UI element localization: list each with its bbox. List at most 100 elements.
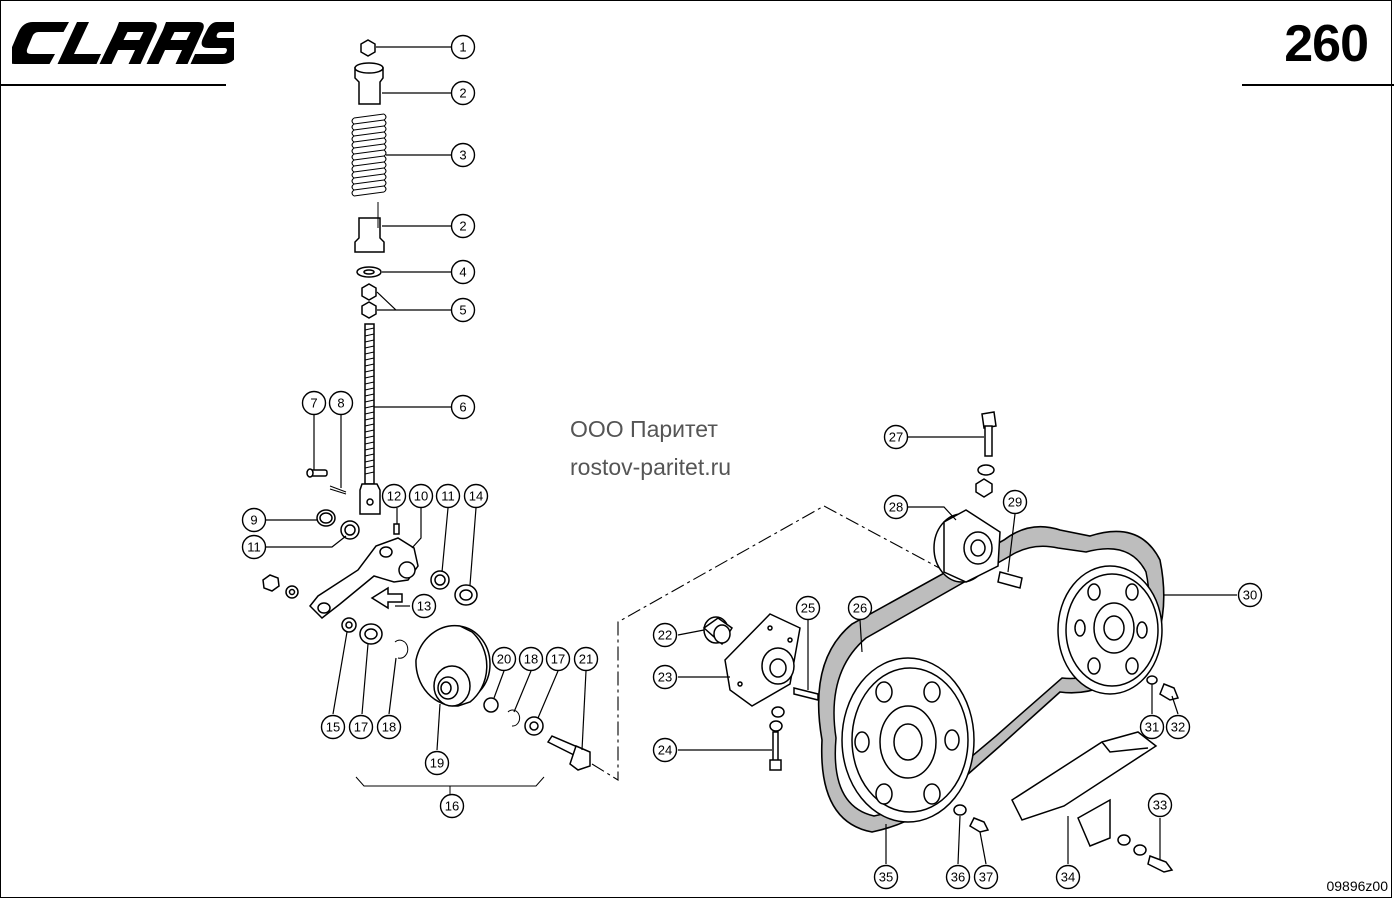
svg-text:33: 33 <box>1153 798 1167 813</box>
callout-21: 21 <box>573 646 599 672</box>
belt-drive <box>817 525 1180 833</box>
callout-33: 33 <box>1147 792 1173 818</box>
svg-text:10: 10 <box>414 489 428 504</box>
svg-text:6: 6 <box>459 400 466 415</box>
callout-5: 5 <box>450 297 476 323</box>
callout-37: 37 <box>973 864 999 890</box>
callout-15: 15 <box>320 714 346 740</box>
callout-2-upper: 2 <box>450 80 476 106</box>
callout-4: 4 <box>450 259 476 285</box>
callout-31: 31 <box>1139 714 1165 740</box>
svg-text:35: 35 <box>879 870 893 885</box>
svg-text:24: 24 <box>658 743 672 758</box>
svg-text:15: 15 <box>326 720 340 735</box>
callout-11-right: 11 <box>435 483 461 509</box>
svg-text:7: 7 <box>310 396 317 411</box>
callout-6: 6 <box>450 394 476 420</box>
callout-12: 12 <box>381 483 407 509</box>
callout-19: 19 <box>424 750 450 776</box>
svg-text:18: 18 <box>524 652 538 667</box>
callout-9: 9 <box>241 507 267 533</box>
svg-text:21: 21 <box>579 652 593 667</box>
svg-text:16: 16 <box>445 799 459 814</box>
callout-3: 3 <box>450 142 476 168</box>
svg-text:11: 11 <box>441 489 455 504</box>
svg-text:18: 18 <box>382 720 396 735</box>
callout-23: 23 <box>652 664 678 690</box>
callout-34: 34 <box>1055 864 1081 890</box>
drawing-code: 09896z00 <box>1326 878 1388 894</box>
svg-text:23: 23 <box>658 670 672 685</box>
callout-7: 7 <box>301 390 327 416</box>
callout-35: 35 <box>873 864 899 890</box>
belt-guard-bracket <box>1011 731 1174 873</box>
callout-24: 24 <box>652 737 678 763</box>
callout-2-lower: 2 <box>450 213 476 239</box>
callout-17-right: 17 <box>545 646 571 672</box>
svg-text:13: 13 <box>417 599 431 614</box>
svg-text:32: 32 <box>1171 720 1185 735</box>
svg-text:37: 37 <box>979 870 993 885</box>
callout-22: 22 <box>652 622 678 648</box>
callout-18-right: 18 <box>518 646 544 672</box>
callout-8: 8 <box>328 390 354 416</box>
svg-text:11: 11 <box>247 540 261 555</box>
svg-text:2: 2 <box>459 86 466 101</box>
page-number: 260 <box>1284 15 1369 73</box>
header-rule-left <box>0 84 226 86</box>
svg-text:2: 2 <box>459 219 466 234</box>
tension-arm-assembly <box>262 509 591 794</box>
callout-25: 25 <box>795 595 821 621</box>
callout-1: 1 <box>450 34 476 60</box>
svg-text:25: 25 <box>801 601 815 616</box>
svg-text:28: 28 <box>889 500 903 515</box>
svg-text:36: 36 <box>951 870 965 885</box>
svg-text:31: 31 <box>1145 720 1159 735</box>
svg-text:27: 27 <box>889 430 903 445</box>
watermark: ООО Паритет rostov-paritet.ru <box>570 410 731 486</box>
svg-text:29: 29 <box>1008 495 1022 510</box>
callout-11-left: 11 <box>241 534 267 560</box>
callout-26: 26 <box>847 595 873 621</box>
callout-10: 10 <box>408 483 434 509</box>
svg-text:1: 1 <box>459 40 466 55</box>
header-rule-right <box>1242 84 1394 86</box>
svg-text:3: 3 <box>459 148 466 163</box>
svg-text:34: 34 <box>1061 870 1075 885</box>
callout-32: 32 <box>1165 714 1191 740</box>
svg-text:30: 30 <box>1243 588 1257 603</box>
svg-text:22: 22 <box>658 628 672 643</box>
callout-27: 27 <box>883 424 909 450</box>
watermark-company: ООО Паритет <box>570 416 718 442</box>
svg-text:20: 20 <box>497 652 511 667</box>
callout-18-left: 18 <box>376 714 402 740</box>
callout-36: 36 <box>945 864 971 890</box>
callout-30: 30 <box>1237 582 1263 608</box>
spring-assembly <box>306 39 387 515</box>
svg-text:26: 26 <box>853 601 867 616</box>
callout-16: 16 <box>439 793 465 819</box>
callout-20: 20 <box>491 646 517 672</box>
callout-13: 13 <box>411 593 437 619</box>
assembly-line <box>591 505 1011 781</box>
svg-text:4: 4 <box>459 265 466 280</box>
claas-logo <box>12 22 234 64</box>
watermark-website: rostov-paritet.ru <box>570 454 732 480</box>
callout-17-left: 17 <box>348 714 374 740</box>
svg-text:9: 9 <box>250 513 257 528</box>
svg-text:17: 17 <box>354 720 368 735</box>
svg-text:17: 17 <box>551 652 565 667</box>
callout-29: 29 <box>1002 489 1028 515</box>
svg-text:5: 5 <box>459 303 466 318</box>
callout-14: 14 <box>463 483 489 509</box>
callout-28: 28 <box>883 494 909 520</box>
svg-text:19: 19 <box>430 756 444 771</box>
drive-shaft-assembly <box>702 613 819 771</box>
upper-bearing-assembly <box>933 411 1023 589</box>
svg-text:14: 14 <box>469 489 483 504</box>
svg-text:8: 8 <box>337 396 344 411</box>
svg-text:12: 12 <box>387 489 401 504</box>
leader-lines <box>266 46 1237 865</box>
